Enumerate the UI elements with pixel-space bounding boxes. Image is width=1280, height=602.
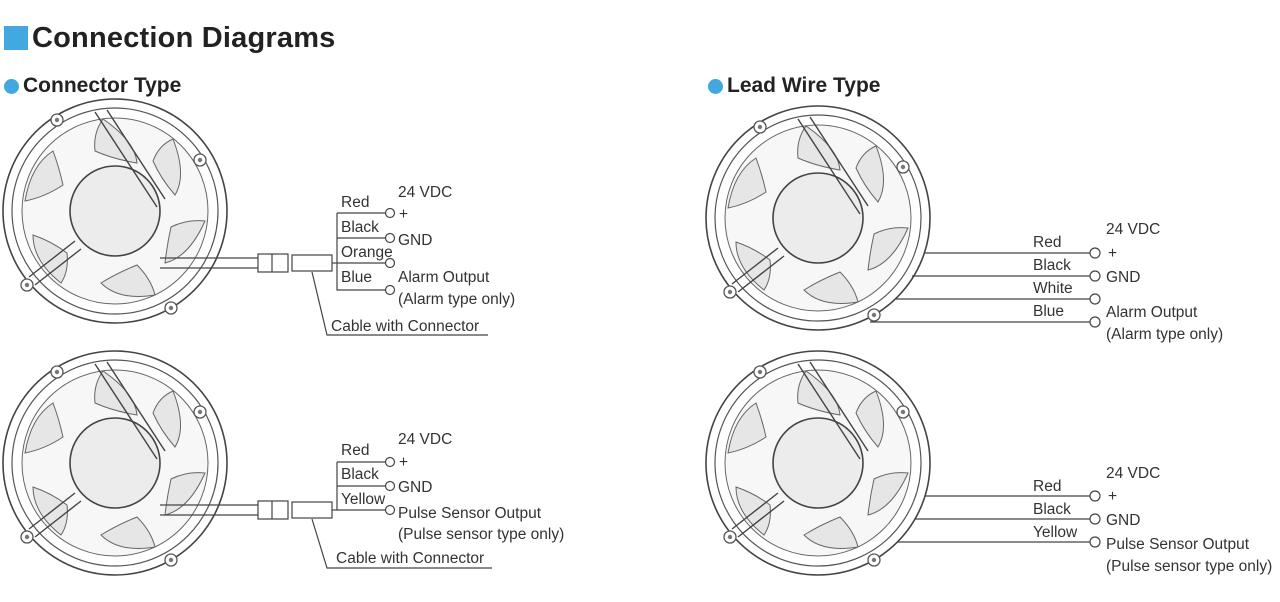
output-label: Pulse Sensor Output — [398, 505, 542, 522]
supply-label: 24 VDC — [398, 184, 452, 201]
fan-icon — [2, 350, 228, 576]
wire-label-red: Red — [341, 442, 369, 459]
wire-label-yellow: Yellow — [341, 491, 386, 508]
fan-icon — [705, 350, 931, 576]
labels-lead-alarm: Red Black White Blue 24 VDC + GND Alarm … — [1033, 221, 1223, 343]
wire-label-white: White — [1033, 280, 1073, 297]
section-connector-title: Connector Type — [23, 74, 182, 97]
fan-lead-pulse — [705, 350, 931, 576]
labels-connector-alarm: Red Black Orange Blue 24 VDC + GND Alarm… — [331, 184, 515, 335]
plus-label: + — [399, 206, 408, 223]
output-label: Alarm Output — [398, 269, 490, 286]
wire-label-black: Black — [341, 466, 379, 483]
cable-connector-pulse — [212, 456, 492, 569]
gnd-label: GND — [1106, 512, 1140, 529]
output-note: (Alarm type only) — [1106, 326, 1223, 343]
cable-label: Cable with Connector — [331, 318, 479, 335]
section-lead-wire-title: Lead Wire Type — [727, 74, 881, 97]
fan-lead-alarm — [705, 105, 931, 331]
wire-label-blue: Blue — [1033, 303, 1064, 320]
cable-label: Cable with Connector — [336, 550, 484, 567]
fan-connector-alarm — [2, 98, 228, 324]
labels-lead-pulse: Red Black Yellow 24 VDC + GND Pulse Sens… — [1033, 465, 1272, 575]
gnd-label: GND — [398, 232, 432, 249]
wire-label-black: Black — [1033, 257, 1071, 274]
wire-label-black: Black — [341, 219, 379, 236]
bullet-dot-icon — [708, 78, 723, 94]
section-connector-type: Connector Type — [4, 74, 181, 98]
wire-label-red: Red — [341, 194, 369, 211]
plus-label: + — [1108, 488, 1117, 505]
output-note: (Alarm type only) — [398, 291, 515, 308]
plus-label: + — [399, 454, 408, 471]
wire-label-yellow: Yellow — [1033, 524, 1078, 541]
fan-connector-pulse — [2, 350, 228, 576]
page-title-text: Connection Diagrams — [32, 21, 336, 54]
wire-label-black: Black — [1033, 501, 1071, 518]
gnd-label: GND — [1106, 269, 1140, 286]
fan-icon — [705, 105, 931, 331]
wire-label-red: Red — [1033, 234, 1061, 251]
supply-label: 24 VDC — [398, 431, 452, 448]
supply-label: 24 VDC — [1106, 221, 1160, 238]
output-label: Alarm Output — [1106, 304, 1198, 321]
section-lead-wire-type: Lead Wire Type — [708, 74, 880, 98]
wires-lead-pulse — [898, 490, 1101, 548]
wire-label-red: Red — [1033, 478, 1061, 495]
wire-label-blue: Blue — [341, 269, 372, 286]
labels-connector-pulse: Red Black Yellow 24 VDC + GND Pulse Sens… — [336, 431, 564, 567]
wires-lead-alarm — [870, 247, 1101, 328]
wire-label-orange: Orange — [341, 244, 393, 261]
output-label: Pulse Sensor Output — [1106, 536, 1250, 553]
supply-label: 24 VDC — [1106, 465, 1160, 482]
title-square-icon — [4, 26, 28, 50]
fan-icon — [2, 98, 228, 324]
page-title: Connection Diagrams — [4, 20, 336, 56]
output-note: (Pulse sensor type only) — [1106, 558, 1272, 575]
bullet-dot-icon — [4, 78, 19, 94]
plus-label: + — [1108, 245, 1117, 262]
gnd-label: GND — [398, 479, 432, 496]
output-note: (Pulse sensor type only) — [398, 526, 564, 543]
cable-connector-alarm — [212, 207, 488, 336]
